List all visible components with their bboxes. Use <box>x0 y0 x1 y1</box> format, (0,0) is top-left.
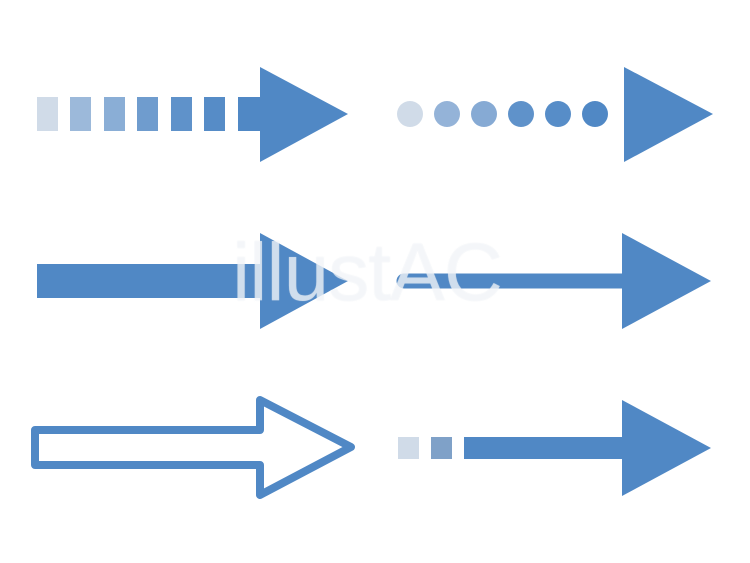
arrow-head <box>624 67 713 162</box>
arrow-trail-dot <box>434 101 460 127</box>
arrow-head <box>622 233 711 329</box>
arrow-trail-dot <box>545 101 571 127</box>
arrow-head <box>622 400 711 496</box>
arrow-trail-square <box>104 97 125 131</box>
arrow-trail-square <box>431 437 452 459</box>
dotted-square-arrow-icon <box>37 67 348 162</box>
thick-shaft-arrow-icon <box>37 233 348 329</box>
arrow-shaft <box>464 437 630 459</box>
arrow-trail-dot <box>508 101 534 127</box>
thin-shaft-arrow-icon <box>396 233 711 329</box>
arrow-trail-dot <box>582 101 608 127</box>
arrow-trail-square <box>137 97 158 131</box>
arrow-trail-square <box>37 97 58 131</box>
arrow-head <box>260 233 348 329</box>
arrow-shaft <box>37 264 265 298</box>
arrow-trail-dot <box>471 101 497 127</box>
arrow-outline <box>31 396 355 499</box>
dotted-circle-arrow-icon <box>397 67 713 162</box>
arrow-head <box>260 67 348 162</box>
outline-arrow-icon <box>31 396 355 499</box>
arrow-trail-square <box>398 437 419 459</box>
arrow-trail-square <box>238 97 260 131</box>
arrow-trail-dot <box>397 101 423 127</box>
dash-lead-arrow-icon <box>398 400 711 496</box>
arrow-trail-square <box>70 97 91 131</box>
arrow-trail-square <box>204 97 225 131</box>
arrow-trail-square <box>171 97 192 131</box>
